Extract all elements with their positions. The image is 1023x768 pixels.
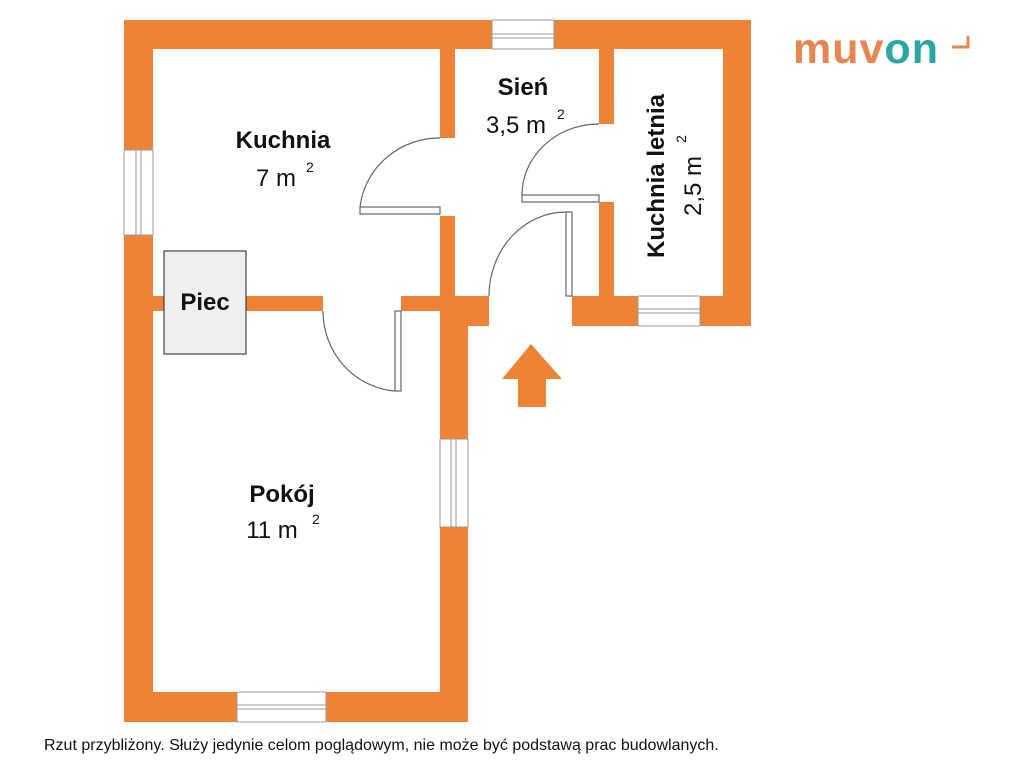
door-sien-letnia — [521, 123, 600, 203]
wall-sien-letnia-upper — [599, 20, 614, 124]
room-kuchnia-letnia-sup-group: 2 — [673, 135, 689, 143]
room-kuchnia-letnia-name: Kuchnia letnia — [643, 93, 670, 258]
room-kuchnia-letnia-area-sup: 2 — [673, 135, 689, 143]
room-pokoj: Pokój 11 m 2 — [246, 481, 320, 544]
wall-top-right — [554, 20, 751, 49]
wall-kuchnia-sien-upper — [440, 20, 455, 138]
walls — [124, 20, 751, 722]
room-kuchnia-letnia: Kuchnia letnia — [643, 93, 670, 258]
room-kuchnia-area-sup: 2 — [306, 159, 314, 175]
disclaimer-text: Rzut przybliżony. Służy jedynie celom po… — [44, 737, 719, 754]
room-kuchnia: Kuchnia 7 m 2 — [236, 127, 331, 192]
wall-kuchnia-pokoj-mid — [246, 296, 323, 311]
stove-box — [163, 250, 247, 355]
room-pokoj-name: Pokój — [249, 481, 314, 508]
wall-entrance-left — [455, 296, 489, 326]
stove-label: Piec — [180, 289, 229, 316]
room-pokoj-area-sup: 2 — [312, 511, 320, 527]
room-kuchnia-letnia-area: 2,5 m — [680, 156, 707, 216]
wall-letnia-bottom-right — [700, 296, 751, 326]
windows — [123, 19, 701, 723]
brand-logo: muvon — [793, 28, 939, 71]
logo-text-accent: o — [884, 25, 912, 73]
window-top — [491, 19, 555, 50]
room-pokoj-area: 11 m — [246, 517, 298, 544]
wall-left-upper — [124, 20, 153, 150]
room-sien: Sień 3,5 m 2 — [486, 74, 565, 139]
wall-top-left — [124, 20, 492, 49]
room-sien-area-sup: 2 — [557, 106, 565, 122]
wall-kuchnia-pokoj-right — [401, 296, 468, 311]
room-sien-name: Sień — [498, 74, 549, 101]
doors — [322, 123, 600, 392]
window-pokoj-right — [439, 438, 469, 528]
wall-sien-letnia-lower — [599, 202, 614, 326]
wall-pokoj-right-lower — [440, 527, 468, 722]
window-left — [123, 149, 154, 236]
room-kuchnia-area: 7 m — [256, 165, 296, 192]
door-kuchnia-pokoj — [322, 310, 402, 392]
wall-bottom-left — [124, 692, 237, 722]
wall-left-lower — [124, 235, 153, 722]
logo-mark-icon — [952, 36, 970, 49]
door-entrance — [488, 211, 573, 297]
door-kuchnia-sien — [359, 137, 441, 215]
room-kuchnia-name: Kuchnia — [236, 127, 331, 154]
room-sien-area: 3,5 m — [486, 112, 546, 139]
room-kuchnia-letnia-area-group: 2,5 m — [680, 156, 707, 216]
wall-right — [723, 20, 751, 326]
logo-text-2: n — [911, 25, 939, 73]
logo-text-1: muv — [793, 25, 885, 73]
window-letnia-bottom — [637, 295, 701, 327]
wall-kuchnia-pokoj-left — [153, 296, 165, 311]
window-bottom — [236, 691, 327, 723]
entrance-arrow-icon — [502, 344, 562, 407]
